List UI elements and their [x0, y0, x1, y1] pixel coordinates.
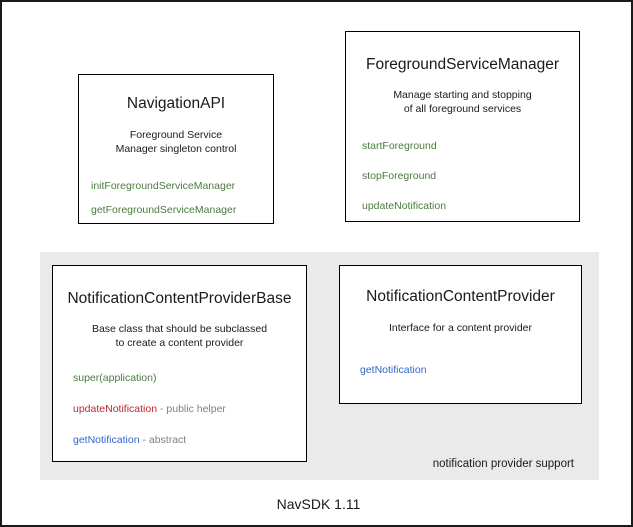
member-name: getNotification	[360, 363, 427, 376]
member-note: - public helper	[157, 403, 226, 416]
member-name: getForegroundServiceManager	[91, 204, 237, 217]
member-name: updateNotification	[73, 403, 158, 416]
class-title: NavigationAPI	[126, 95, 226, 112]
class-title: ForegroundServiceManager	[366, 56, 559, 73]
member-list: startForeground stopForeground updateNot…	[346, 140, 579, 213]
class-member[interactable]: updateNotification - public helper	[73, 403, 306, 416]
class-member[interactable]: getNotification	[360, 364, 581, 377]
footer-version-label: NavSDK 1.11	[276, 496, 361, 512]
panel-caption-label: notification provider support	[432, 458, 574, 470]
member-list: getNotification	[340, 364, 581, 377]
class-member[interactable]: initForegroundServiceManager	[91, 180, 273, 193]
class-box-navigation-api[interactable]: NavigationAPI Foreground Service Manager…	[78, 74, 274, 224]
member-name: startForeground	[362, 139, 437, 152]
class-box-notification-content-provider-base[interactable]: NotificationContentProviderBase Base cla…	[52, 265, 307, 462]
class-description: Manage starting and stopping of all fore…	[393, 88, 532, 115]
member-list: super(application) updateNotification - …	[53, 372, 306, 447]
member-name: initForegroundServiceManager	[91, 179, 236, 192]
class-member[interactable]: getForegroundServiceManager	[91, 204, 273, 217]
class-description: Foreground Service Manager singleton con…	[115, 128, 237, 155]
member-name: stopForeground	[362, 170, 437, 183]
class-member[interactable]: stopForeground	[362, 170, 579, 183]
class-member[interactable]: startForeground	[362, 140, 579, 153]
class-description: Interface for a content provider	[389, 321, 532, 334]
class-title: NotificationContentProviderBase	[67, 290, 292, 307]
class-member[interactable]: updateNotification	[362, 200, 579, 213]
member-name: getNotification	[73, 434, 140, 447]
class-member[interactable]: getNotification - abstract	[73, 434, 306, 447]
member-note: - abstract	[139, 434, 187, 447]
member-name: updateNotification	[362, 200, 447, 213]
class-member[interactable]: super(application)	[73, 372, 306, 385]
class-box-foreground-service-manager[interactable]: ForegroundServiceManager Manage starting…	[345, 31, 580, 222]
member-name: super(application)	[73, 371, 157, 384]
class-description: Base class that should be subclassed to …	[91, 322, 268, 349]
member-list: initForegroundServiceManager getForegrou…	[79, 180, 273, 217]
class-title: NotificationContentProvider	[366, 288, 555, 305]
class-box-notification-content-provider[interactable]: NotificationContentProvider Interface fo…	[339, 265, 582, 404]
notification-provider-group-panel: NotificationContentProviderBase Base cla…	[40, 252, 599, 480]
